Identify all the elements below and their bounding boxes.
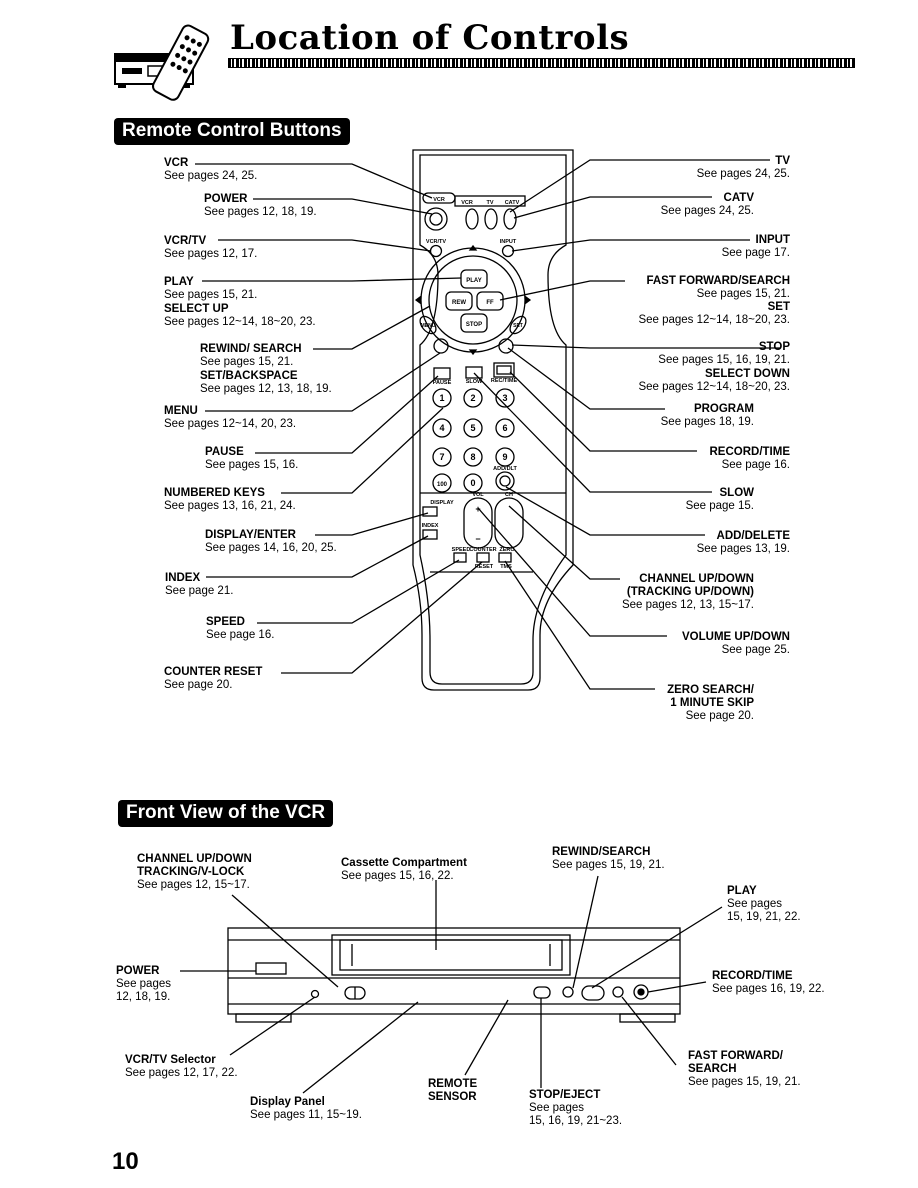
key-speed-label: SPEED bbox=[452, 547, 471, 553]
vcr-remote-logo-icon bbox=[114, 24, 210, 101]
key-vcrtv-label: VCR/TV bbox=[426, 239, 447, 245]
key-rew-label: REW bbox=[452, 300, 466, 306]
key-ff-label: FF bbox=[486, 300, 494, 306]
remote-control-diagram: VCR VCR TV CATV VCR/TV INPUT PLAY REW FF… bbox=[195, 149, 780, 691]
key-tms-label: TMS bbox=[500, 564, 512, 570]
key-catv-label: CATV bbox=[505, 200, 520, 206]
key-digit-4: 4 bbox=[439, 423, 444, 433]
key-play-label: PLAY bbox=[466, 278, 481, 284]
key-vcr2-label: VCR bbox=[461, 200, 473, 206]
section-front-heading: Front View of the VCR bbox=[118, 800, 334, 827]
key-digit-2: 2 bbox=[470, 393, 475, 403]
key-digit-6: 6 bbox=[502, 423, 507, 433]
key-input-label: INPUT bbox=[500, 239, 517, 245]
title-rule bbox=[228, 58, 855, 68]
key-digit-8: 8 bbox=[470, 452, 475, 462]
key-display-label: DISPLAY bbox=[430, 500, 454, 506]
key-counter-label: COUNTER bbox=[469, 547, 496, 553]
key-vol-label: VOL bbox=[472, 492, 484, 498]
key-digit-0: 0 bbox=[470, 478, 475, 488]
key-ch-label: CH bbox=[505, 492, 513, 498]
vcr-front-diagram bbox=[180, 875, 723, 1094]
key-100: 100 bbox=[437, 482, 448, 488]
key-set-label: SET bbox=[513, 323, 523, 329]
label-channel-updown: CHANNEL UP/DOWN(TRACKING UP/DOWN)See pag… bbox=[621, 573, 754, 611]
key-stop-label: STOP bbox=[466, 322, 482, 328]
key-slow-label: SLOW bbox=[466, 379, 483, 385]
key-index-label: INDEX bbox=[422, 523, 439, 529]
key-adddlt-label: ADD/DLT bbox=[493, 466, 517, 472]
key-rectime-label: REC/TIME bbox=[491, 378, 518, 384]
page-title: Location of Controls bbox=[230, 18, 630, 58]
key-menu-label: MENU bbox=[421, 323, 436, 329]
page-number: 10 bbox=[112, 1148, 139, 1175]
key-digit-7: 7 bbox=[439, 452, 444, 462]
key-zero-label: ZERO bbox=[499, 547, 515, 553]
key-vol-plus: + bbox=[475, 504, 480, 514]
section-remote-heading: Remote Control Buttons bbox=[114, 118, 350, 145]
key-vol-minus: − bbox=[475, 534, 480, 544]
key-tv-label: TV bbox=[486, 200, 493, 206]
key-digit-9: 9 bbox=[502, 452, 507, 462]
key-digit-3: 3 bbox=[502, 393, 507, 403]
key-pause-label: PAUSE bbox=[433, 380, 452, 386]
key-reset-label: RESET bbox=[475, 564, 494, 570]
key-vcr-label: VCR bbox=[433, 197, 445, 203]
key-digit-1: 1 bbox=[439, 393, 444, 403]
key-digit-5: 5 bbox=[470, 423, 475, 433]
